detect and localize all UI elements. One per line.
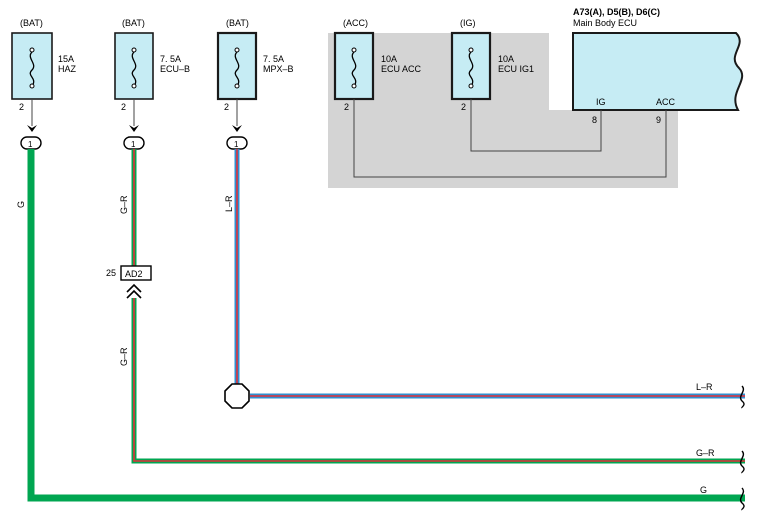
ecu-pin-acc-label: ACC (656, 97, 676, 107)
ecu-pin-ig-label: IG (596, 97, 606, 107)
wire-label-right-g: G (700, 485, 707, 495)
fuse-ecu-ig1-box (450, 31, 492, 101)
fuse-ecu-acc-rating: 10A (381, 54, 397, 64)
fuse-ecub-name: ECU–B (160, 64, 190, 74)
wire-gr-ecub (131, 149, 745, 464)
ecu-connector-label: A73(A), D5(B), D6(C) (573, 7, 660, 17)
fuse-haz-element-icon (29, 51, 35, 87)
fuse-mpxb-pin: 2 (224, 102, 229, 112)
connector-ad2: 25 AD2 (106, 265, 152, 299)
wire-break-marks (739, 385, 745, 511)
fuse-ecu-ig1-name: ECU IG1 (498, 64, 534, 74)
fuse-ecu-acc-box (333, 31, 375, 101)
break-mark-lr-icon (739, 385, 745, 409)
fuse-ecub-element-icon (131, 51, 137, 87)
fuse-mpxb-element-icon (234, 51, 240, 87)
fuse-mpxb-connector-arrow-icon (232, 125, 242, 132)
fuse-mpxb-rating: 7. 5A (263, 54, 284, 64)
fuse-ecu-acc-name: ECU ACC (381, 64, 422, 74)
fuse-ecub: (BAT) 7. 5A ECU–B 2 1 (114, 18, 190, 150)
connector-ad2-label: AD2 (125, 269, 143, 279)
fuse-mpxb-source: (BAT) (226, 18, 249, 28)
junction-mpxb-label: 1 (234, 140, 239, 149)
wire-label-haz: G (16, 201, 26, 208)
wire-label-right-lr: L–R (696, 382, 713, 392)
fuse-ecu-ig1-pin: 2 (461, 102, 466, 112)
fuse-haz-pin: 2 (19, 102, 24, 112)
fuse-ecub-box (114, 32, 154, 100)
fuse-mpxb: (BAT) 7. 5A MPX–B 2 1 (216, 18, 294, 150)
break-mark-g-icon (739, 487, 745, 511)
fuse-ecu-acc-pin: 2 (344, 102, 349, 112)
fuse-ecub-pin: 2 (121, 102, 126, 112)
fuse-haz-box (11, 32, 53, 100)
fuse-ecu-ig1-rating: 10A (498, 54, 514, 64)
fuse-ecu-acc: (ACC) 10A ECU ACC 2 (333, 18, 422, 112)
connector-ad2-box (120, 265, 152, 281)
wire-lr-mpxb (234, 149, 745, 399)
ecu-pin-ig-number: 8 (592, 115, 597, 125)
junction-haz-label: 1 (28, 140, 33, 149)
wire-label-ecub-lower: G–R (119, 347, 129, 366)
junction-ecub-label: 1 (131, 140, 136, 149)
wire-g-haz (27, 149, 745, 502)
splice-octagon-icon (224, 383, 250, 409)
acc-ig-shaded-area (328, 33, 678, 188)
break-mark-gr-icon (739, 450, 745, 474)
wire-label-mpxb: L–R (224, 195, 234, 212)
ecu-box (572, 32, 744, 111)
wire-ecu-ig1-to-ecu (470, 99, 602, 152)
wire-label-right-gr: G–R (696, 448, 715, 458)
fuse-ecu-acc-source: (ACC) (343, 18, 368, 28)
fuse-ecu-acc-element-icon (351, 51, 357, 87)
fuse-ecub-rating: 7. 5A (160, 54, 181, 64)
fuse-haz-connector-arrow-icon (27, 125, 37, 132)
fuse-ecub-source: (BAT) (122, 18, 145, 28)
fuse-haz: (BAT) 15A HAZ 2 1 (11, 18, 77, 150)
fuse-mpxb-box (216, 31, 258, 101)
fuse-haz-source: (BAT) (20, 18, 43, 28)
fuse-mpxb-name: MPX–B (263, 64, 294, 74)
fuse-ecub-connector-arrow-icon (129, 125, 139, 132)
fuse-haz-rating: 15A (58, 54, 74, 64)
wire-ecu-acc-to-ecu (353, 99, 667, 178)
connector-ad2-chevron-icon (126, 283, 142, 299)
main-body-ecu: A73(A), D5(B), D6(C) Main Body ECU IG AC… (572, 7, 744, 125)
fuse-haz-name: HAZ (58, 64, 77, 74)
connector-ad2-pin: 25 (106, 268, 116, 278)
ecu-name: Main Body ECU (573, 18, 637, 28)
ecu-pin-acc-number: 9 (656, 115, 661, 125)
wire-label-ecub-upper: G–R (119, 195, 129, 214)
fuse-ecu-ig1-source: (IG) (460, 18, 476, 28)
fuse-ecu-ig1-element-icon (468, 51, 474, 87)
